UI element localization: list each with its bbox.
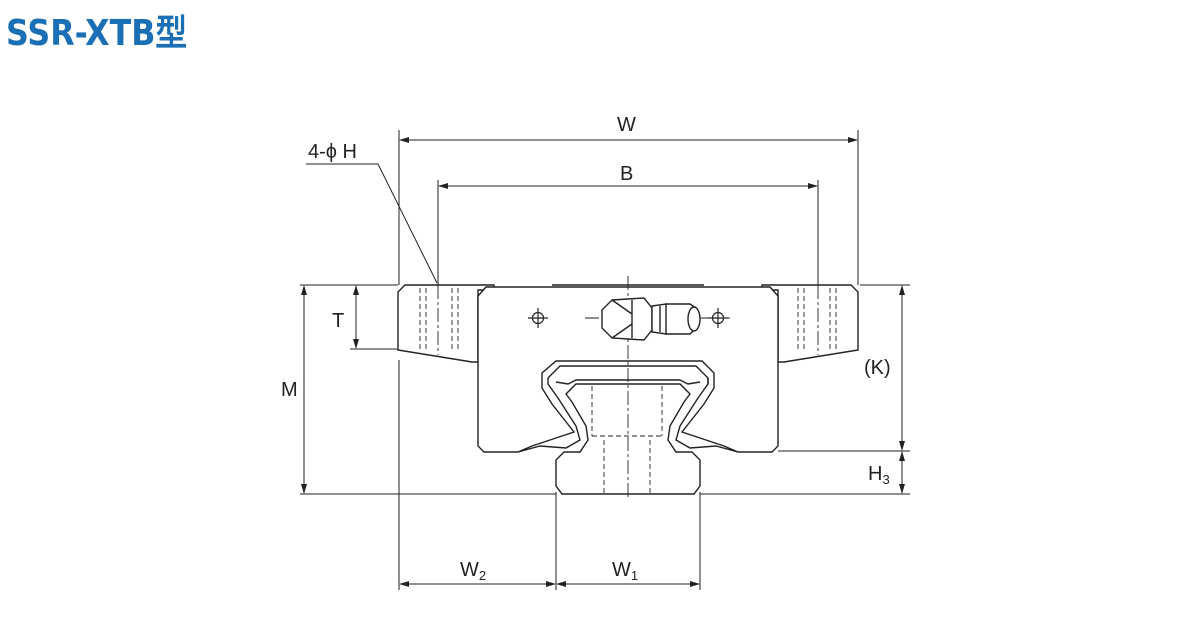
side-holes xyxy=(528,308,728,328)
groove-outline-right xyxy=(547,365,739,453)
label-M: M xyxy=(281,379,298,401)
groove-outline-left xyxy=(517,378,581,453)
dimension-labels: 4-ϕ H W B T M (K) H3 W2 W1 xyxy=(281,114,891,583)
extension-lines xyxy=(300,130,910,590)
label-W2: W2 xyxy=(460,559,486,583)
drawing-title: SSR-XTB型 xyxy=(6,13,188,54)
label-W1: W1 xyxy=(612,559,638,583)
label-K: (K) xyxy=(864,357,891,379)
label-W: W xyxy=(617,114,636,136)
dimension-lines xyxy=(301,137,905,587)
nipple-hex xyxy=(601,297,653,341)
label-B: B xyxy=(620,163,633,185)
grease-nipple xyxy=(601,297,701,341)
label-H3: H3 xyxy=(868,463,890,487)
linear-guide-block xyxy=(397,284,859,453)
label-T: T xyxy=(332,310,344,332)
hole-leader xyxy=(306,163,438,284)
label-hole: 4-ϕ H xyxy=(308,141,357,163)
hidden-lines xyxy=(419,288,837,494)
